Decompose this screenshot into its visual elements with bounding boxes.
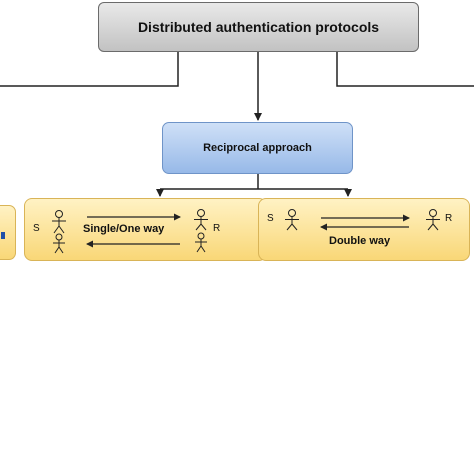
single-receiver-label: R [213, 223, 221, 234]
receiver-person-icon [426, 209, 440, 231]
double-receiver-label: R [445, 213, 453, 224]
double-way-graphics [285, 209, 440, 231]
receiver-person-icon [194, 209, 208, 253]
single-way-node: S R Single/One way [24, 198, 267, 261]
double-way-label: Double way [329, 235, 391, 247]
sender-person-icon [285, 209, 299, 231]
double-way-node: S R Double way [258, 198, 470, 261]
reciprocal-approach-label: Reciprocal approach [203, 142, 312, 154]
sender-person-icon [52, 210, 66, 254]
edge-root-right [336, 52, 474, 87]
edge-root-left [0, 52, 179, 87]
reciprocal-approach-node: Reciprocal approach [162, 122, 353, 174]
left-partial-node [0, 205, 16, 260]
double-sender-label: S [267, 213, 274, 224]
partial-node-marker [1, 232, 5, 239]
single-sender-label: S [33, 223, 40, 234]
root-node: Distributed authentication protocols [98, 2, 419, 52]
root-node-label: Distributed authentication protocols [137, 19, 380, 35]
single-way-label: Single/One way [83, 223, 165, 235]
single-way-graphics [52, 209, 208, 254]
